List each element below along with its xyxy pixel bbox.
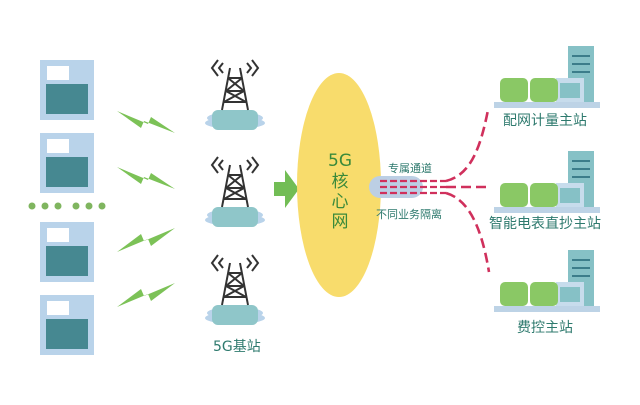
lightning-bolt-icon: [117, 111, 175, 133]
cell-tower-icon: [205, 156, 265, 227]
master-station-icon: [494, 151, 600, 213]
lightning-bolt-icon: [117, 283, 175, 307]
base-station-label: 5G基站: [213, 339, 261, 355]
core-network-label-xin: 心: [331, 192, 349, 212]
master-station-icon: [494, 46, 600, 108]
terminal-device-icon: [40, 60, 94, 120]
core-network-label-wang: 网: [331, 212, 349, 232]
business-isolation-label: 不同业务隔离: [376, 208, 442, 221]
lightning-bolt-icon: [117, 167, 175, 189]
terminal-device-icon: [40, 295, 94, 355]
core-network-label-he: 核: [331, 172, 349, 192]
station-label-smart-meter-reading: 智能电表直抄主站: [489, 216, 601, 232]
terminal-device-icon: [40, 222, 94, 282]
dedicated-channel-label: 专属通道: [388, 162, 432, 175]
core-network-label-5g: 5G: [328, 151, 352, 171]
station-label-billing-control: 费控主站: [517, 320, 573, 336]
right-arrow-icon: [274, 170, 299, 208]
cell-tower-icon: [205, 59, 265, 130]
cell-tower-icon: [205, 254, 265, 325]
link-to-station-3: [445, 191, 491, 273]
terminal-device-icon: [40, 133, 94, 193]
ellipsis-dots: [28, 202, 106, 210]
slice-dashed-lines: [380, 179, 446, 195]
core-network-ellipse: [297, 73, 381, 297]
master-station-icon: [494, 250, 600, 312]
link-to-station-1: [445, 109, 490, 183]
station-label-distribution-metering: 配网计量主站: [503, 113, 587, 129]
lightning-bolt-icon: [117, 228, 175, 252]
